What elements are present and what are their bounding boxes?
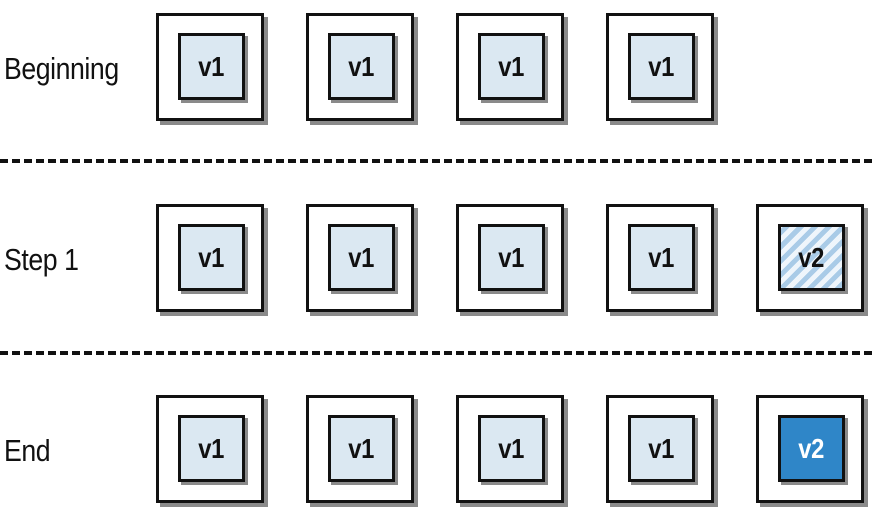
pod-version-label: v1 [498, 241, 525, 273]
pod-v2-running: v2 [778, 415, 845, 482]
node-frame: v1 [306, 204, 414, 312]
node-box: v1 [306, 204, 418, 316]
pod: v1 [328, 224, 398, 294]
step-divider [0, 159, 872, 163]
pod-v1-running: v1 [328, 33, 395, 100]
node-box: v1 [156, 204, 268, 316]
pod: v1 [628, 224, 698, 294]
node-box: v1 [606, 13, 718, 125]
pod-version-label: v1 [498, 432, 525, 464]
pod: v1 [178, 415, 248, 485]
node-frame: v1 [156, 395, 264, 503]
node-frame: v1 [156, 13, 264, 121]
pod-version-label: v1 [648, 50, 675, 82]
node-box: v1 [306, 13, 418, 125]
node-box: v1 [456, 395, 568, 507]
node-frame: v1 [306, 13, 414, 121]
pod-v1-running: v1 [628, 224, 695, 291]
node-box: v1 [456, 204, 568, 316]
pod-v1-running: v1 [478, 415, 545, 482]
pod-v1-running: v1 [478, 33, 545, 100]
step-divider [0, 351, 872, 355]
node-frame: v1 [456, 395, 564, 503]
row-label: Step 1 [4, 242, 79, 277]
node-box: v1 [456, 13, 568, 125]
node-box: v2 [756, 395, 868, 507]
pod: v1 [628, 33, 698, 103]
pod-v1-running: v1 [478, 224, 545, 291]
pod-v1-running: v1 [628, 415, 695, 482]
pod-v1-running: v1 [178, 224, 245, 291]
node-frame: v1 [456, 13, 564, 121]
pod-v1-running: v1 [328, 224, 395, 291]
row-beginning: Beginning v1 v1 v1 v1 [0, 13, 892, 125]
node-frame: v1 [606, 204, 714, 312]
pod-v1-running: v1 [628, 33, 695, 100]
node-box: v1 [156, 395, 268, 507]
pod-version-label: v2 [798, 432, 825, 464]
pod-version-label: v1 [348, 432, 375, 464]
pod-v1-running: v1 [328, 415, 395, 482]
node-box: v1 [606, 395, 718, 507]
pod: v2 [778, 224, 848, 294]
pod: v1 [478, 224, 548, 294]
pod-version-label: v1 [348, 50, 375, 82]
pod: v2 [778, 415, 848, 485]
pod: v1 [178, 33, 248, 103]
pod: v1 [628, 415, 698, 485]
node-frame: v2 [756, 204, 864, 312]
node-frame: v1 [456, 204, 564, 312]
pod-version-label: v1 [198, 241, 225, 273]
pod-v1-running: v1 [178, 33, 245, 100]
node-box: v1 [606, 204, 718, 316]
pod-version-label: v1 [498, 50, 525, 82]
pod: v1 [478, 33, 548, 103]
pod-version-label: v1 [198, 432, 225, 464]
pod-version-label: v1 [348, 241, 375, 273]
pod-v2-pending: v2 [778, 224, 845, 291]
pod: v1 [328, 33, 398, 103]
node-box: v2 [756, 204, 868, 316]
row-label: End [4, 433, 51, 468]
node-frame: v1 [606, 13, 714, 121]
pod-version-label: v1 [198, 50, 225, 82]
node-box: v1 [156, 13, 268, 125]
pod: v1 [478, 415, 548, 485]
pod-version-label: v2 [798, 241, 825, 273]
pod-version-label: v1 [648, 432, 675, 464]
node-frame: v1 [306, 395, 414, 503]
row-step-1: Step 1 v1 v1 v1 v1 v2 [0, 204, 892, 316]
pod-version-label: v1 [648, 241, 675, 273]
node-frame: v1 [156, 204, 264, 312]
row-label: Beginning [4, 51, 119, 86]
node-frame: v1 [606, 395, 714, 503]
node-frame: v2 [756, 395, 864, 503]
pod-v1-running: v1 [178, 415, 245, 482]
pod: v1 [178, 224, 248, 294]
node-box: v1 [306, 395, 418, 507]
row-end: End v1 v1 v1 v1 v2 [0, 395, 892, 507]
pod: v1 [328, 415, 398, 485]
